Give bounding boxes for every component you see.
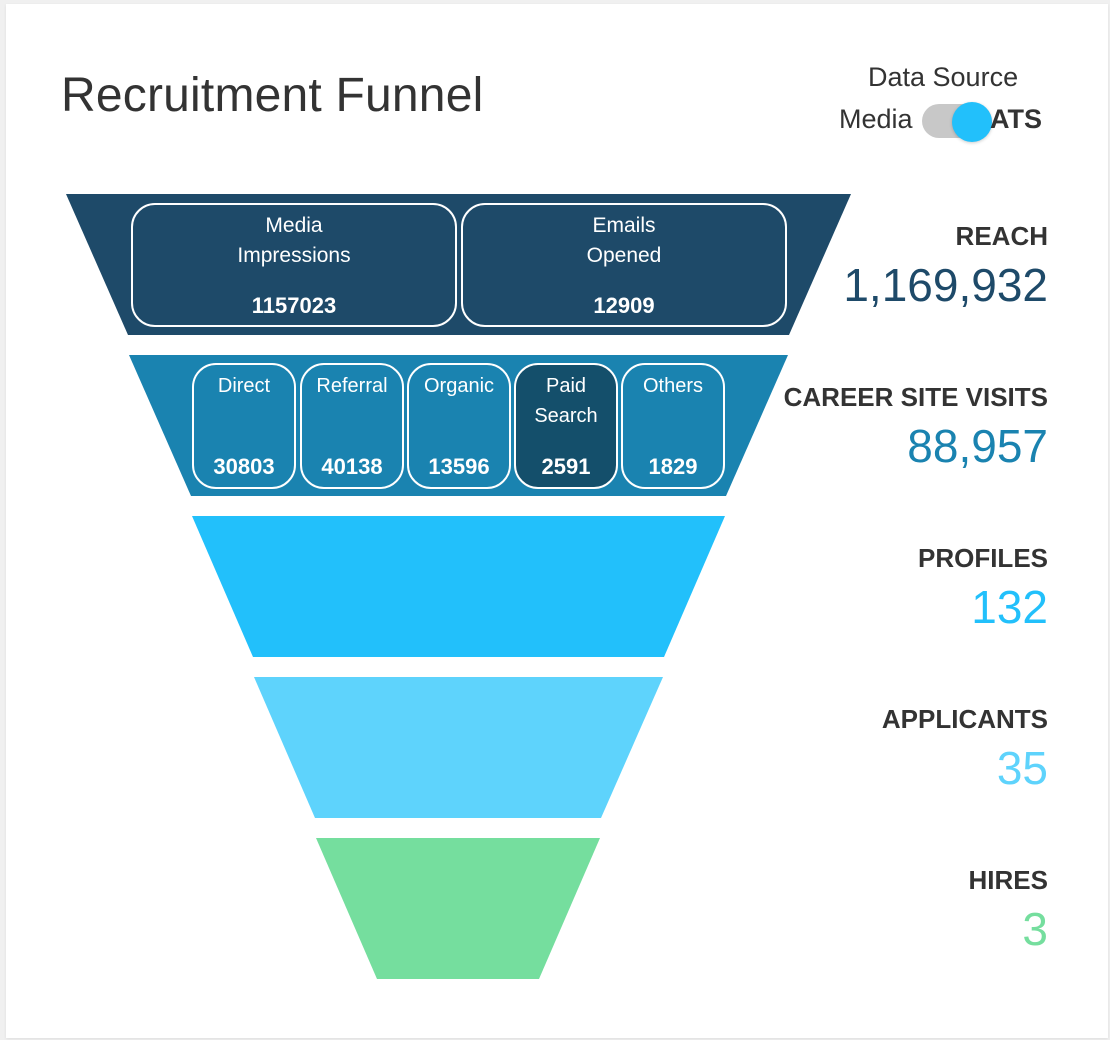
- funnel-segment-reach[interactable]: [66, 194, 851, 335]
- toggle-option-media[interactable]: Media: [839, 104, 913, 134]
- breakdown-pill-paid-search[interactable]: Paid Search 2591: [514, 363, 618, 489]
- stage-value-reach: 1,169,932: [843, 259, 1048, 311]
- pill-label: Organic: [423, 375, 495, 397]
- stage-label-career-site-visits: CAREER SITE VISITS: [783, 382, 1048, 412]
- pill-label: Others: [642, 375, 704, 397]
- stage-label-applicants: APPLICANTS: [881, 704, 1048, 734]
- data-source-toggle[interactable]: [922, 102, 992, 142]
- funnel-segment-hires[interactable]: [316, 838, 600, 979]
- data-source-label: Data Source: [868, 62, 1019, 92]
- breakdown-pill-organic[interactable]: Organic 13596: [407, 363, 511, 489]
- pill-label: Direct: [217, 375, 271, 397]
- pill-value: 12909: [593, 293, 655, 318]
- toggle-knob[interactable]: [952, 102, 992, 142]
- breakdown-pill-emails-opened[interactable]: Emails Opened 12909: [461, 203, 787, 327]
- pill-value: 1157023: [251, 293, 337, 318]
- pill-value: 2591: [541, 454, 591, 479]
- stage-value-applicants: 35: [996, 742, 1048, 794]
- breakdown-pill-referral[interactable]: Referral 40138: [300, 363, 404, 489]
- breakdown-pill-media-impressions[interactable]: Media Impressions 1157023: [131, 203, 457, 327]
- pill-value: 13596: [428, 454, 490, 479]
- stage-label-hires: HIRES: [968, 865, 1048, 895]
- pill-label: Referral: [316, 375, 388, 397]
- breakdown-pill-others[interactable]: Others 1829: [621, 363, 725, 489]
- stage-label-reach: REACH: [955, 221, 1048, 251]
- funnel-segment-career-site-visits[interactable]: [129, 355, 788, 496]
- breakdown-pill-direct[interactable]: Direct 30803: [192, 363, 296, 489]
- pill-label: Paid Search: [534, 375, 598, 427]
- page-title: Recruitment Funnel: [61, 69, 484, 122]
- funnel-segment-profiles[interactable]: [192, 516, 725, 657]
- stage-value-hires: 3: [1022, 903, 1048, 955]
- toggle-option-ats[interactable]: ATS: [990, 104, 1042, 134]
- pill-value: 40138: [321, 454, 383, 479]
- pill-value: 1829: [648, 454, 698, 479]
- pill-label: Emails Opened: [586, 214, 662, 267]
- pill-label: Media Impressions: [237, 214, 351, 267]
- funnel-segment-applicants[interactable]: [254, 677, 663, 818]
- pill-value: 30803: [213, 454, 275, 479]
- stage-value-profiles: 132: [971, 581, 1048, 633]
- stage-label-profiles: PROFILES: [917, 543, 1048, 573]
- stage-value-career-site-visits: 88,957: [907, 420, 1048, 472]
